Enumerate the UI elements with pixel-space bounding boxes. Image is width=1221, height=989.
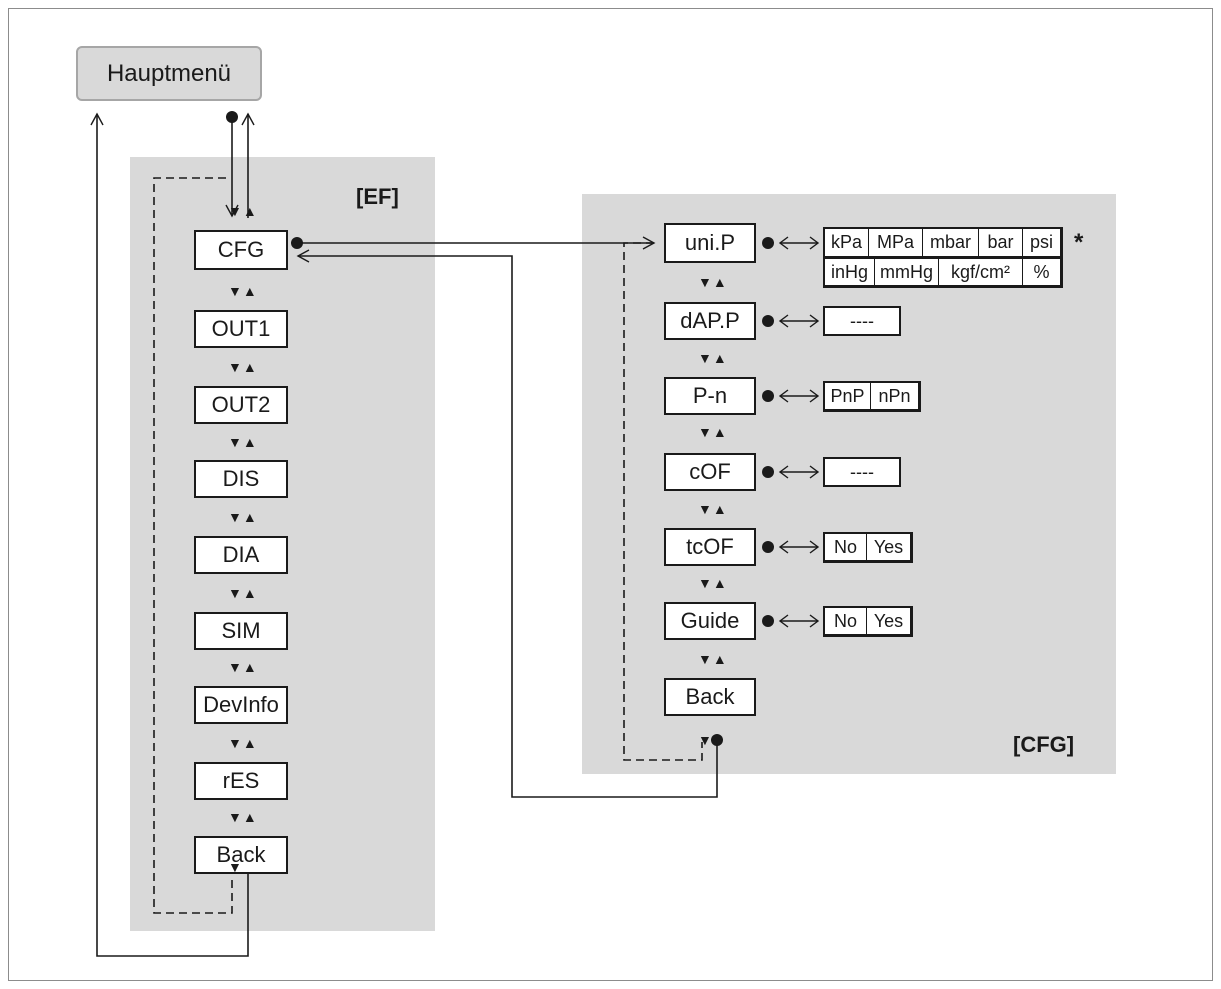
ef-item-cfg[interactable]: CFG [194, 230, 288, 270]
dap-p-value: ---- [823, 306, 901, 336]
tcof-options: No Yes [823, 532, 913, 563]
p-n-options: PnP nPn [823, 381, 921, 412]
ef-item-dia[interactable]: DIA [194, 536, 288, 574]
cfg-item-p-n[interactable]: P-n [664, 377, 756, 415]
nav-updown-icon: ▼▲ [228, 809, 258, 825]
option-kgf-cm2[interactable]: kgf/cm² [939, 259, 1023, 286]
nav-updown-icon: ▼▲ [228, 509, 258, 525]
ef-panel-title: [EF] [356, 184, 399, 209]
nav-down-icon: ▼ [228, 859, 243, 875]
guide-options: No Yes [823, 606, 913, 637]
option-pnp[interactable]: PnP [825, 383, 871, 410]
cfg-item-tcof[interactable]: tcOF [664, 528, 756, 566]
cfg-item-cof[interactable]: cOF [664, 453, 756, 491]
cof-input[interactable]: ---- [850, 461, 874, 482]
option-npn[interactable]: nPn [871, 383, 919, 410]
nav-updown-icon: ▼▲ [698, 501, 728, 517]
nav-updown-icon: ▼▲ [698, 575, 728, 591]
cof-value: ---- [823, 457, 901, 487]
option-psi[interactable]: psi [1023, 229, 1061, 257]
ef-item-devinfo[interactable]: DevInfo [194, 686, 288, 724]
nav-updown-icon: ▼▲ [228, 283, 258, 299]
nav-updown-icon: ▼▲ [698, 424, 728, 440]
nav-updown-icon: ▼▲ [228, 735, 258, 751]
diagram-frame [8, 8, 1213, 981]
cfg-item-back[interactable]: Back [664, 678, 756, 716]
ef-item-res[interactable]: rES [194, 762, 288, 800]
cfg-item-dap-p[interactable]: dAP.P [664, 302, 756, 340]
footnote-asterisk: * [1074, 229, 1084, 256]
uni-p-options-row2: inHg mmHg kgf/cm² % [823, 257, 1063, 288]
nav-updown-icon: ▼▲ [698, 274, 728, 290]
nav-updown-icon: ▼▲ [698, 350, 728, 366]
nav-updown-icon: ▼▲ [228, 359, 258, 375]
option-mbar[interactable]: mbar [923, 229, 979, 257]
ef-item-out2[interactable]: OUT2 [194, 386, 288, 424]
option-mpa[interactable]: MPa [869, 229, 923, 257]
cfg-item-uni-p[interactable]: uni.P [664, 223, 756, 263]
option-percent[interactable]: % [1023, 259, 1061, 286]
ef-item-back[interactable]: Back [194, 836, 288, 874]
uni-p-options-row1: kPa MPa mbar bar psi [823, 227, 1063, 259]
nav-down-icon: ▼ [698, 732, 713, 748]
ef-item-sim[interactable]: SIM [194, 612, 288, 650]
nav-updown-icon: ▼▲ [228, 585, 258, 601]
cfg-panel-title: [CFG] [1013, 732, 1075, 757]
option-mmhg[interactable]: mmHg [875, 259, 939, 286]
cfg-item-guide[interactable]: Guide [664, 602, 756, 640]
option-no[interactable]: No [825, 534, 867, 561]
nav-updown-icon: ▼▲ [698, 651, 728, 667]
nav-updown-icon: ▼▲ [228, 203, 258, 219]
nav-updown-icon: ▼▲ [228, 434, 258, 450]
option-inhg[interactable]: inHg [825, 259, 875, 286]
option-yes[interactable]: Yes [867, 534, 911, 561]
option-yes[interactable]: Yes [867, 608, 911, 635]
ef-item-out1[interactable]: OUT1 [194, 310, 288, 348]
option-bar[interactable]: bar [979, 229, 1023, 257]
ef-item-dis[interactable]: DIS [194, 460, 288, 498]
option-no[interactable]: No [825, 608, 867, 635]
main-menu-button[interactable]: Hauptmenü [76, 46, 262, 101]
dap-p-input[interactable]: ---- [850, 310, 874, 331]
option-kpa[interactable]: kPa [825, 229, 869, 257]
nav-updown-icon: ▼▲ [228, 659, 258, 675]
